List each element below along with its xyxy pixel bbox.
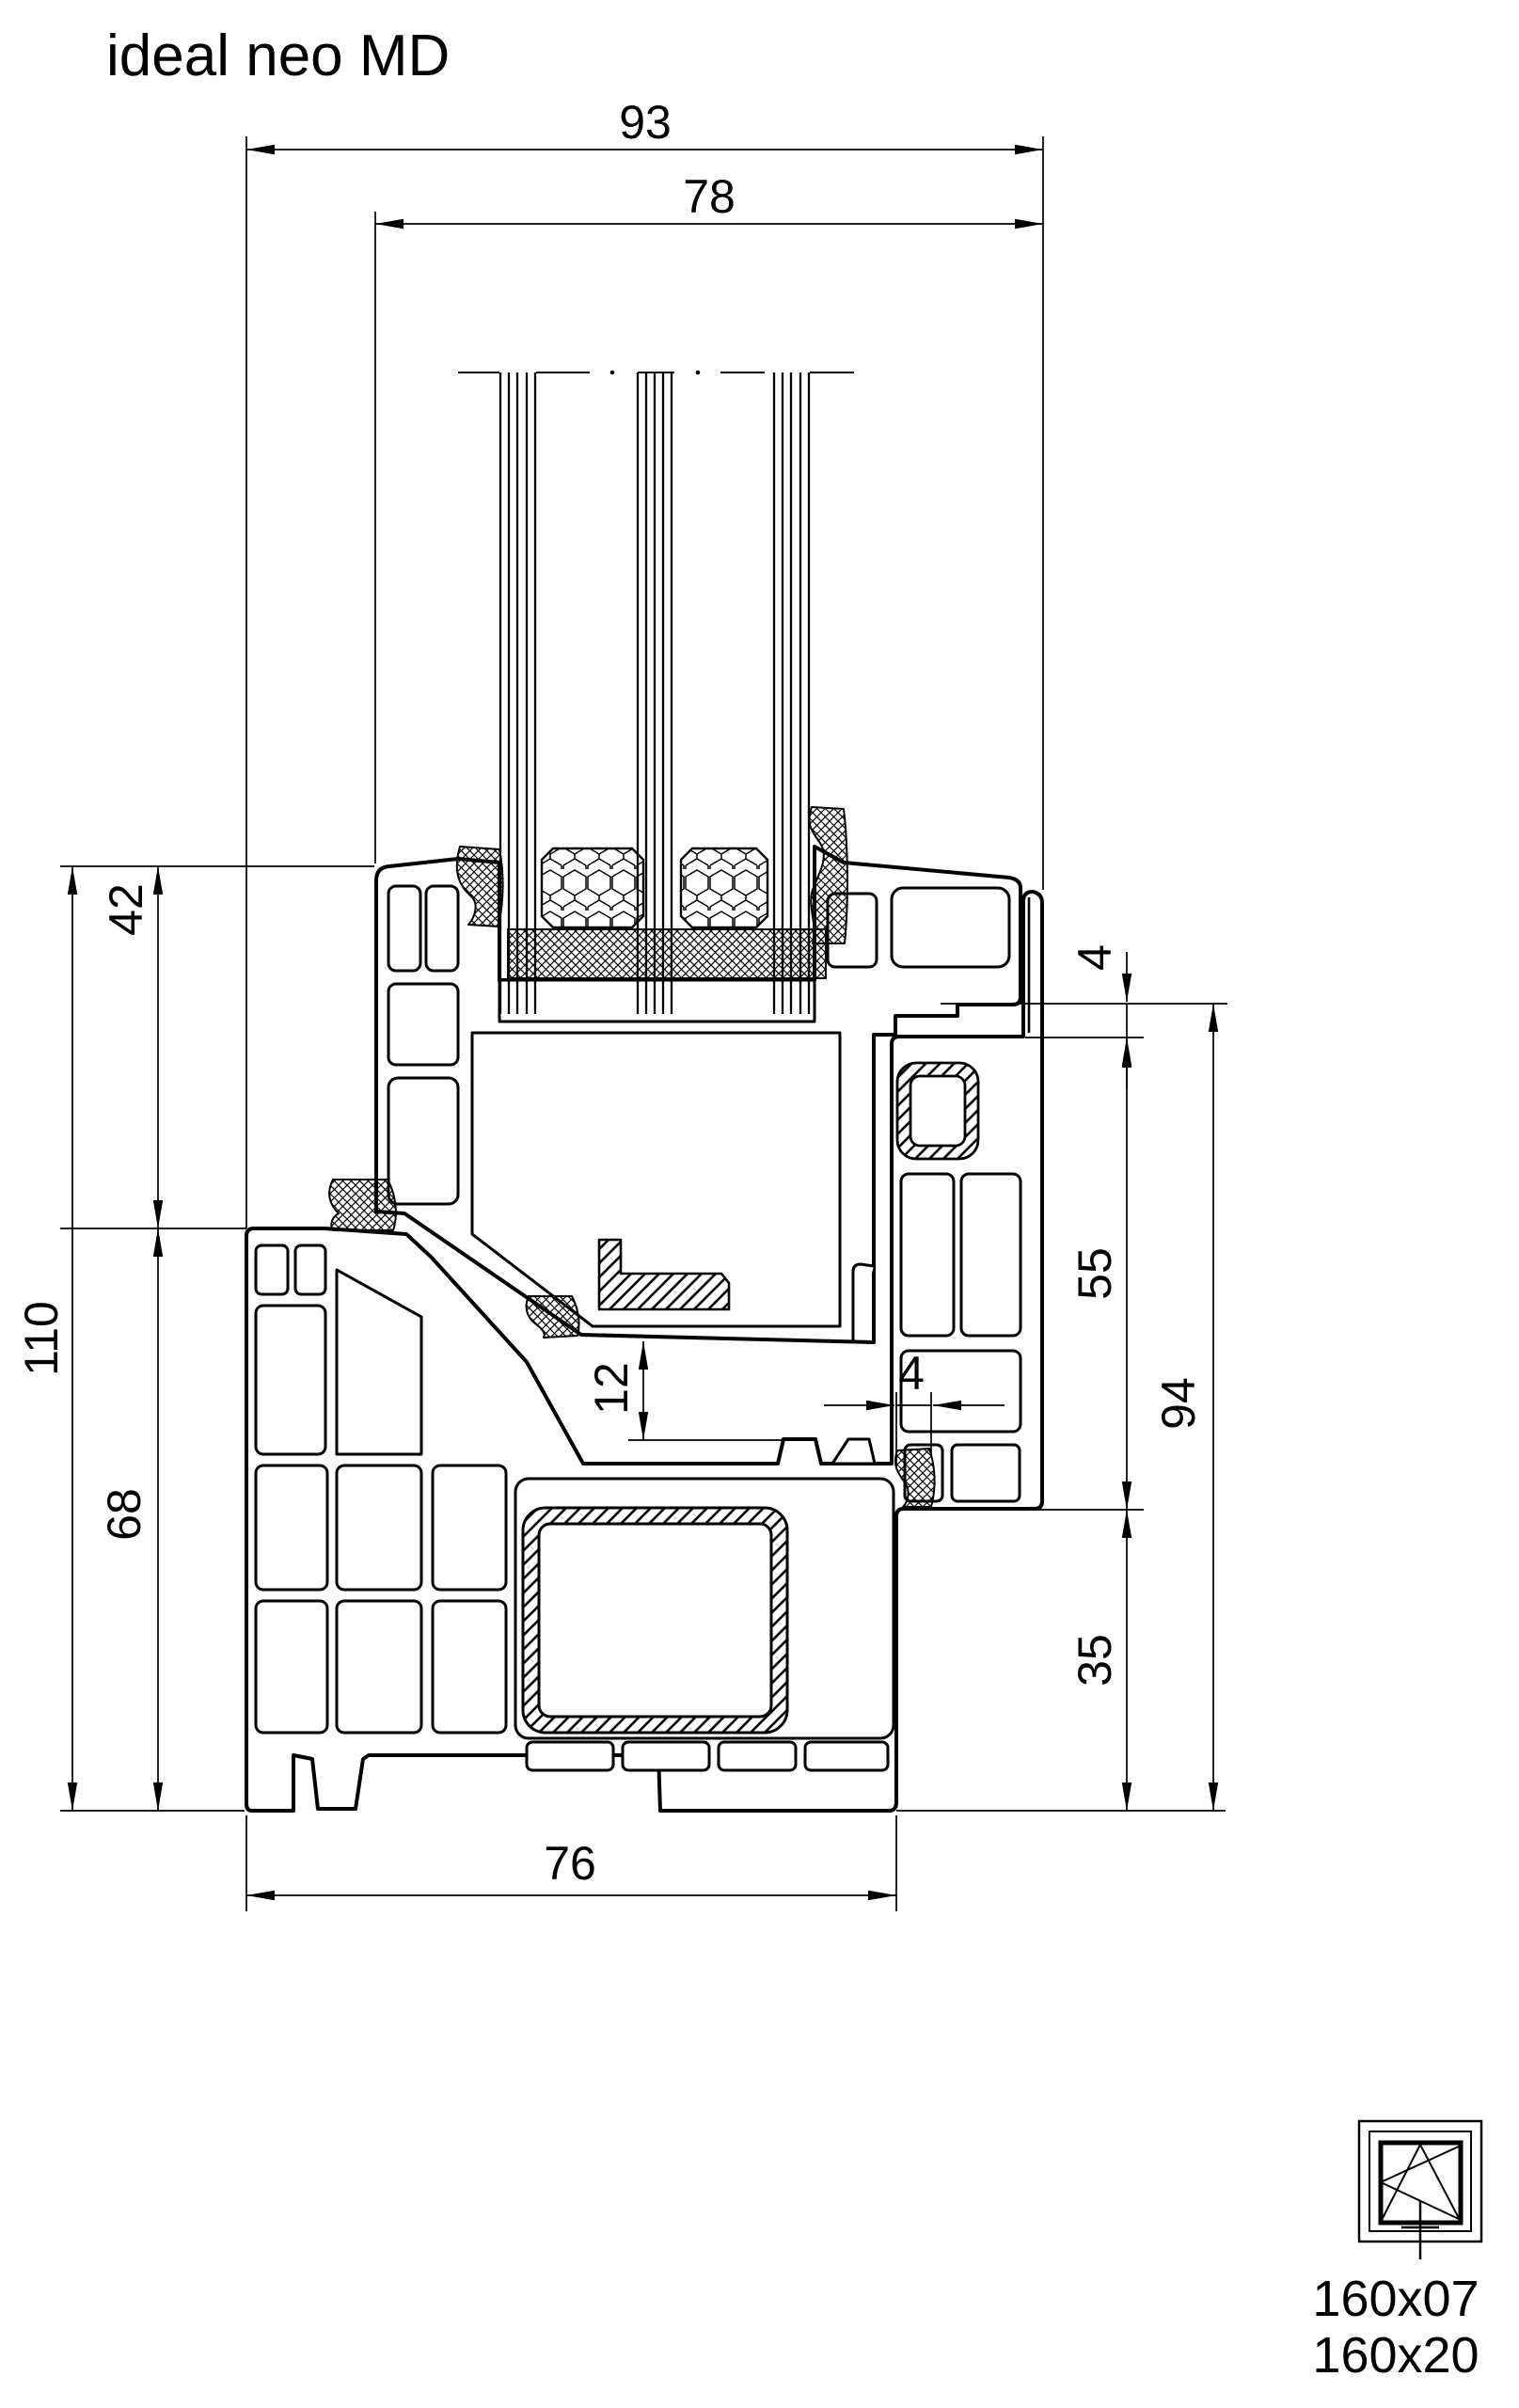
dim-value-4-top: 4 <box>1068 944 1121 971</box>
dim-110: 110 <box>15 866 78 1811</box>
frame-profile <box>245 890 1044 1813</box>
dim-4-top: 4 <box>1068 944 1132 1089</box>
profile-code-bottom: 160x20 <box>1312 2327 1479 2384</box>
dim-value-78: 78 <box>683 170 736 223</box>
dimensions: 93 78 110 42 68 4 55 35 <box>15 96 1227 1911</box>
dim-value-35: 35 <box>1068 1634 1121 1687</box>
frame-chamber <box>899 1172 956 1338</box>
frame-chamber <box>254 1244 290 1296</box>
sash-chamber <box>387 982 460 1067</box>
dim-value-76: 76 <box>544 1837 596 1890</box>
dim-76: 76 <box>246 1837 896 1901</box>
gasket <box>455 846 504 927</box>
dim-78: 78 <box>375 170 1043 230</box>
sash-chamber <box>424 884 460 973</box>
dim-value-110: 110 <box>15 1301 68 1376</box>
dim-35: 35 <box>1068 1510 1132 1811</box>
glass-pane-group <box>636 372 673 1014</box>
spacer-foam <box>679 847 769 929</box>
frame-chamber <box>335 1268 423 1456</box>
frame-chamber <box>525 1740 615 1772</box>
sash-chamber <box>387 884 422 973</box>
frame-chamber <box>431 1464 508 1592</box>
dim-12: 12 <box>585 1341 649 1440</box>
frame-chamber <box>950 1443 1021 1503</box>
gasket <box>328 1179 397 1231</box>
steel-reinforcement-inner <box>537 1522 773 1719</box>
spacer-foam <box>540 847 645 929</box>
sash-leg <box>851 1262 875 1340</box>
glass-pane-group <box>772 372 811 1014</box>
dim-value-68: 68 <box>98 1488 150 1541</box>
frame-chamber <box>621 1740 711 1772</box>
frame-chamber <box>254 1464 329 1592</box>
profile-code-top: 160x07 <box>1312 2271 1479 2327</box>
dim-68: 68 <box>98 1228 164 1811</box>
dim-42: 42 <box>100 866 164 1228</box>
sash-main-chamber <box>470 1031 842 1328</box>
dim-value-93: 93 <box>619 96 672 149</box>
glass-pane-group <box>498 372 537 1014</box>
frame-chamber <box>803 1740 890 1772</box>
frame-chamber <box>254 1599 329 1735</box>
gasket <box>894 1448 936 1508</box>
frame-chamber <box>335 1464 423 1592</box>
turn-tilt-window-icon <box>1357 2119 1483 2259</box>
dim-93: 93 <box>246 96 1043 155</box>
frame-right-steel-inner <box>909 1074 967 1148</box>
frame-chamber <box>959 1172 1022 1338</box>
sash-hatched-insert <box>597 1238 731 1311</box>
dim-4-mid: 4 <box>824 1347 1005 1411</box>
dim-value-12: 12 <box>585 1362 638 1415</box>
frame-chamber <box>254 1304 327 1456</box>
dim-value-94: 94 <box>1152 1377 1205 1430</box>
edge-seal-band <box>507 928 827 979</box>
dim-value-42: 42 <box>100 883 152 936</box>
frame-chamber <box>717 1740 798 1772</box>
sash-chamber <box>890 886 1011 969</box>
gasket <box>808 806 848 944</box>
window-symbol-block: 160x07 160x20 <box>1312 2119 1483 2384</box>
glass-break-lines <box>458 370 854 375</box>
frame-chamber <box>335 1599 423 1735</box>
sash-profile <box>374 845 1022 1344</box>
gasket <box>525 1295 580 1339</box>
glazing-bed <box>498 978 816 1023</box>
dim-value-4-mid: 4 <box>898 1347 925 1400</box>
dim-value-55: 55 <box>1068 1247 1121 1300</box>
frame-chamber <box>431 1599 508 1735</box>
glazing-unit <box>328 370 936 1508</box>
dim-55: 55 <box>1068 1038 1132 1510</box>
dim-94: 94 <box>1152 1004 1219 1811</box>
gasket-seals <box>328 806 936 1508</box>
drawing-title: ideal neo MD <box>106 24 450 88</box>
frame-bead-bump <box>831 1437 877 1465</box>
frame-chamber <box>293 1244 327 1296</box>
sash-chamber <box>387 1076 460 1206</box>
